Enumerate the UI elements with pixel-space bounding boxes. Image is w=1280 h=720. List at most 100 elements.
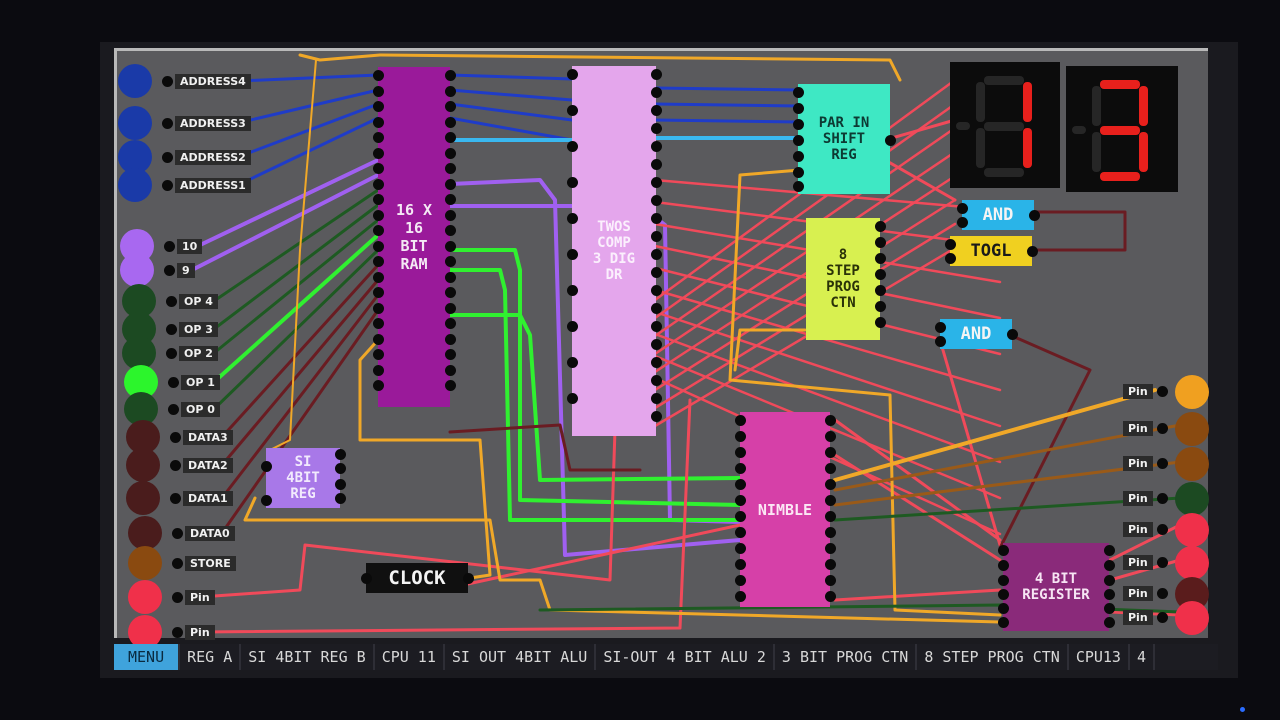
ram-chip-input-pin[interactable] xyxy=(373,225,384,236)
ram-chip-output-pin[interactable] xyxy=(445,101,456,112)
input-pin-dot[interactable] xyxy=(170,493,181,504)
nimble-chip-input-pin[interactable] xyxy=(735,463,746,474)
input-pin-toggle[interactable] xyxy=(128,615,162,649)
input-pin-label[interactable]: ADDRESS4 xyxy=(175,74,251,89)
ram-chip-output-pin[interactable] xyxy=(445,179,456,190)
input-pin-label[interactable]: Pin xyxy=(185,625,215,640)
ram-chip-input-pin[interactable] xyxy=(373,148,384,159)
output-pin-dot[interactable] xyxy=(1157,493,1168,504)
nimble-chip-output-pin[interactable] xyxy=(825,511,836,522)
nimble-chip-output-pin[interactable] xyxy=(825,591,836,602)
clock-chip-input-pin[interactable] xyxy=(361,573,372,584)
input-pin-label[interactable]: ADDRESS3 xyxy=(175,116,251,131)
ram-chip-input-pin[interactable] xyxy=(373,365,384,376)
prog-counter-chip-output-pin[interactable] xyxy=(875,285,886,296)
ram-chip-input-pin[interactable] xyxy=(373,318,384,329)
nimble-chip-output-pin[interactable] xyxy=(825,495,836,506)
prog-counter-chip[interactable]: 8 STEP PROG CTN xyxy=(806,218,880,340)
twos-comp-chip-output-pin[interactable] xyxy=(651,159,662,170)
and-gate-bottom-output-pin[interactable] xyxy=(1007,329,1018,340)
twos-comp-chip-output-pin[interactable] xyxy=(651,357,662,368)
tab-reg-a[interactable]: REG A xyxy=(180,644,242,670)
output-pin-label[interactable]: Pin xyxy=(1123,491,1153,506)
ram-chip-input-pin[interactable] xyxy=(373,117,384,128)
nimble-chip-input-pin[interactable] xyxy=(735,495,746,506)
input-pin-toggle[interactable] xyxy=(120,253,154,287)
shift-reg-chip-input-pin[interactable] xyxy=(793,167,804,178)
input-pin-toggle[interactable] xyxy=(128,546,162,580)
input-pin-label[interactable]: DATA2 xyxy=(183,458,233,473)
prog-counter-chip-output-pin[interactable] xyxy=(875,253,886,264)
ram-chip-input-pin[interactable] xyxy=(373,179,384,190)
ram-chip-output-pin[interactable] xyxy=(445,272,456,283)
twos-comp-chip-output-pin[interactable] xyxy=(651,105,662,116)
si-4bit-reg-chip-output-pin[interactable] xyxy=(335,463,346,474)
input-pin-toggle[interactable] xyxy=(126,448,160,482)
ram-chip-input-pin[interactable] xyxy=(373,272,384,283)
register-4bit-chip-output-pin[interactable] xyxy=(1104,603,1115,614)
input-pin-toggle[interactable] xyxy=(128,580,162,614)
input-pin-label[interactable]: Pin xyxy=(185,590,215,605)
ram-chip-output-pin[interactable] xyxy=(445,318,456,329)
nimble-chip-input-pin[interactable] xyxy=(735,511,746,522)
register-4bit-chip-output-pin[interactable] xyxy=(1104,545,1115,556)
shift-reg-chip-output-pin[interactable] xyxy=(885,135,896,146)
twos-comp-chip-output-pin[interactable] xyxy=(651,303,662,314)
input-pin-dot[interactable] xyxy=(162,76,173,87)
input-pin-dot[interactable] xyxy=(164,241,175,252)
ram-chip-input-pin[interactable] xyxy=(373,380,384,391)
nimble-chip[interactable]: NIMBLE xyxy=(740,412,830,607)
output-pin-dot[interactable] xyxy=(1157,423,1168,434)
shift-reg-chip-input-pin[interactable] xyxy=(793,119,804,130)
ram-chip-output-pin[interactable] xyxy=(445,148,456,159)
nimble-chip-output-pin[interactable] xyxy=(825,415,836,426)
twos-comp-chip-input-pin[interactable] xyxy=(567,177,578,188)
ram-chip-input-pin[interactable] xyxy=(373,287,384,298)
tab-cpu13[interactable]: CPU13 xyxy=(1069,644,1130,670)
prog-counter-chip-output-pin[interactable] xyxy=(875,237,886,248)
twos-comp-chip-output-pin[interactable] xyxy=(651,267,662,278)
twos-comp-chip-input-pin[interactable] xyxy=(567,141,578,152)
input-pin-dot[interactable] xyxy=(164,265,175,276)
input-pin-dot[interactable] xyxy=(166,296,177,307)
and-gate-bottom-input-pin[interactable] xyxy=(935,336,946,347)
nimble-chip-output-pin[interactable] xyxy=(825,527,836,538)
ram-chip-input-pin[interactable] xyxy=(373,70,384,81)
si-4bit-reg-chip-input-pin[interactable] xyxy=(261,461,272,472)
input-pin-label[interactable]: STORE xyxy=(185,556,236,571)
input-pin-label[interactable]: OP 2 xyxy=(179,346,218,361)
input-pin-dot[interactable] xyxy=(162,180,173,191)
input-pin-toggle[interactable] xyxy=(126,481,160,515)
register-4bit-chip-output-pin[interactable] xyxy=(1104,575,1115,586)
ram-chip-input-pin[interactable] xyxy=(373,241,384,252)
clock-chip[interactable]: CLOCK xyxy=(366,563,468,593)
input-pin-dot[interactable] xyxy=(170,460,181,471)
ram-chip-input-pin[interactable] xyxy=(373,194,384,205)
nimble-chip-output-pin[interactable] xyxy=(825,543,836,554)
twos-comp-chip-input-pin[interactable] xyxy=(567,69,578,80)
output-pin-label[interactable]: Pin xyxy=(1123,610,1153,625)
ram-chip-input-pin[interactable] xyxy=(373,256,384,267)
input-pin-label[interactable]: ADDRESS2 xyxy=(175,150,251,165)
nimble-chip-output-pin[interactable] xyxy=(825,575,836,586)
nimble-chip-output-pin[interactable] xyxy=(825,431,836,442)
prog-counter-chip-output-pin[interactable] xyxy=(875,317,886,328)
output-pin-label[interactable]: Pin xyxy=(1123,456,1153,471)
prog-counter-chip-output-pin[interactable] xyxy=(875,269,886,280)
input-pin-dot[interactable] xyxy=(162,118,173,129)
ram-chip-output-pin[interactable] xyxy=(445,303,456,314)
clock-chip-output-pin[interactable] xyxy=(463,573,474,584)
twos-comp-chip-output-pin[interactable] xyxy=(651,87,662,98)
input-pin-dot[interactable] xyxy=(166,348,177,359)
input-pin-label[interactable]: DATA0 xyxy=(185,526,235,541)
nimble-chip-output-pin[interactable] xyxy=(825,463,836,474)
input-pin-toggle[interactable] xyxy=(118,106,152,140)
si-4bit-reg-chip[interactable]: SI 4BIT REG xyxy=(266,448,340,508)
twos-comp-chip-output-pin[interactable] xyxy=(651,195,662,206)
output-pin-dot[interactable] xyxy=(1157,557,1168,568)
input-pin-label[interactable]: ADDRESS1 xyxy=(175,178,251,193)
tab-si-out-4bit-alu[interactable]: SI OUT 4BIT ALU xyxy=(445,644,597,670)
twos-comp-chip-input-pin[interactable] xyxy=(567,249,578,260)
ram-chip-output-pin[interactable] xyxy=(445,163,456,174)
ram-chip[interactable]: 16 X 16 BIT RAM xyxy=(378,67,450,407)
